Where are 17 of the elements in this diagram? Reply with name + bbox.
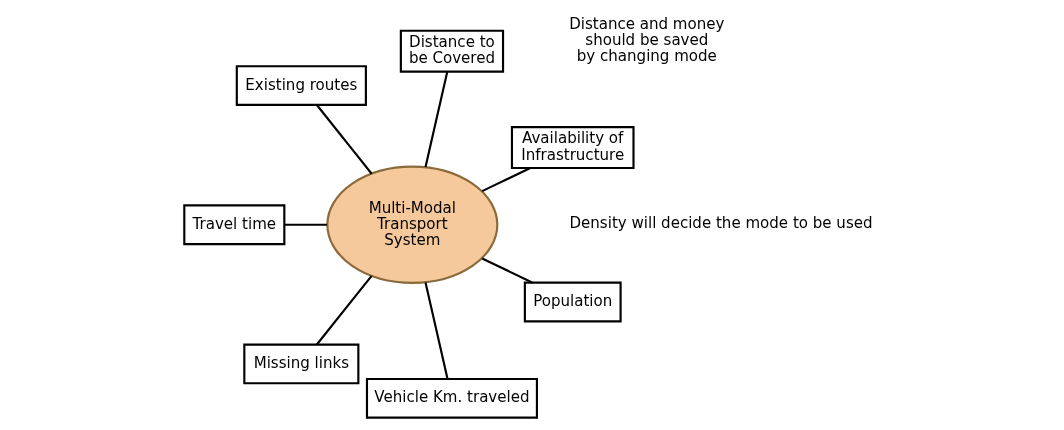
node-box: Vehicle Km. traveled (365, 377, 538, 419)
node-box: Distance to be Covered (399, 29, 505, 73)
connector (424, 71, 449, 168)
connector (284, 223, 327, 226)
node-box: Existing routes (235, 65, 367, 107)
node-box: Availability of Infrastructure (510, 126, 635, 170)
node-box: Travel time (183, 204, 286, 246)
node-box: Population (523, 281, 622, 323)
connector (481, 257, 533, 284)
label: Density will decide the mode to be used (569, 213, 873, 232)
connector (316, 275, 373, 346)
node-ellipse: Multi-Modal Transport System (326, 165, 499, 284)
node-box: Missing links (243, 343, 360, 385)
connector (481, 167, 531, 193)
connector (424, 282, 449, 380)
connector (316, 104, 373, 175)
label: Distance and money should be saved by changing mode (569, 14, 725, 65)
